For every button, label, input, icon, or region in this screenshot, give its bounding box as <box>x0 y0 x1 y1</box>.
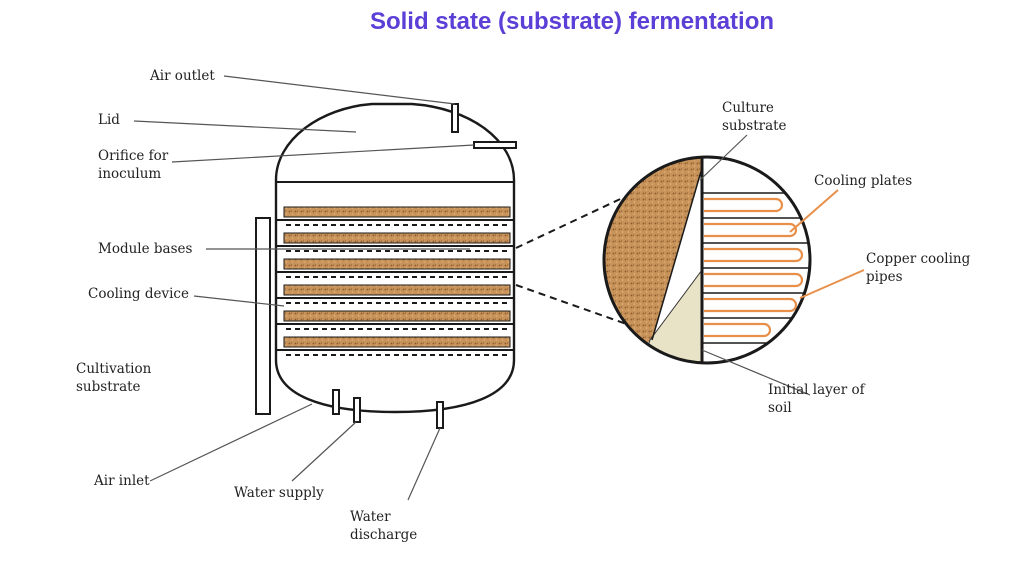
fermenter-vessel <box>255 102 517 429</box>
copper-pipes <box>704 197 804 338</box>
wedge-edge <box>651 167 703 341</box>
label-module-bases: Module bases <box>98 241 192 257</box>
label-cultivation-line2: substrate <box>76 379 141 395</box>
orifice-nozzle <box>473 141 517 149</box>
tray <box>276 206 514 226</box>
water-supply-nozzle <box>353 397 361 423</box>
vessel-body <box>274 102 516 414</box>
tray-substrate <box>283 206 511 218</box>
label-water-discharge-line1: Water <box>350 509 391 525</box>
water-discharge-nozzle <box>436 401 444 429</box>
label-cooling-plates: Cooling plates <box>814 173 912 189</box>
tray-substrate <box>283 232 511 244</box>
air-inlet-nozzle <box>332 389 340 415</box>
label-copper-pipes-line2: pipes <box>866 269 903 285</box>
zoom-line-bottom <box>515 284 633 327</box>
air-outlet-nozzle <box>451 103 459 133</box>
label-orifice-line2: inoculum <box>98 166 161 182</box>
label-air-inlet: Air inlet <box>93 473 150 489</box>
label-cultivation-line1: Cultivation <box>76 361 152 377</box>
tray-substrate <box>283 258 511 270</box>
tray <box>276 310 514 330</box>
label-water-supply: Water supply <box>234 485 324 501</box>
tray <box>276 336 514 356</box>
tray <box>276 284 514 304</box>
leader-lines <box>133 75 865 501</box>
tray-substrate <box>283 284 511 296</box>
label-initial-soil-line2: soil <box>768 400 792 416</box>
label-culture-substrate-line2: substrate <box>722 118 787 134</box>
slide-title: Solid state (substrate) fermentation <box>369 8 775 35</box>
label-culture-substrate-line1: Culture <box>722 100 774 116</box>
label-lid: Lid <box>98 112 120 128</box>
label-initial-soil-line1: Initial layer of <box>768 382 866 398</box>
tray-substrate <box>283 336 511 348</box>
tray <box>276 258 514 278</box>
cooling-device-pipe <box>255 217 271 415</box>
tray <box>276 232 514 252</box>
label-copper-pipes-line1: Copper cooling <box>866 251 971 267</box>
label-water-discharge-line2: discharge <box>350 527 417 543</box>
label-air-outlet: Air outlet <box>149 68 215 84</box>
tray-substrate <box>283 310 511 322</box>
magnified-view <box>602 155 812 365</box>
label-cooling-device: Cooling device <box>88 286 189 302</box>
magnify-circle <box>602 155 812 365</box>
culture-substrate-zone <box>604 157 702 363</box>
tray-stack <box>276 206 514 356</box>
label-orifice-line1: Orifice for <box>98 148 169 164</box>
